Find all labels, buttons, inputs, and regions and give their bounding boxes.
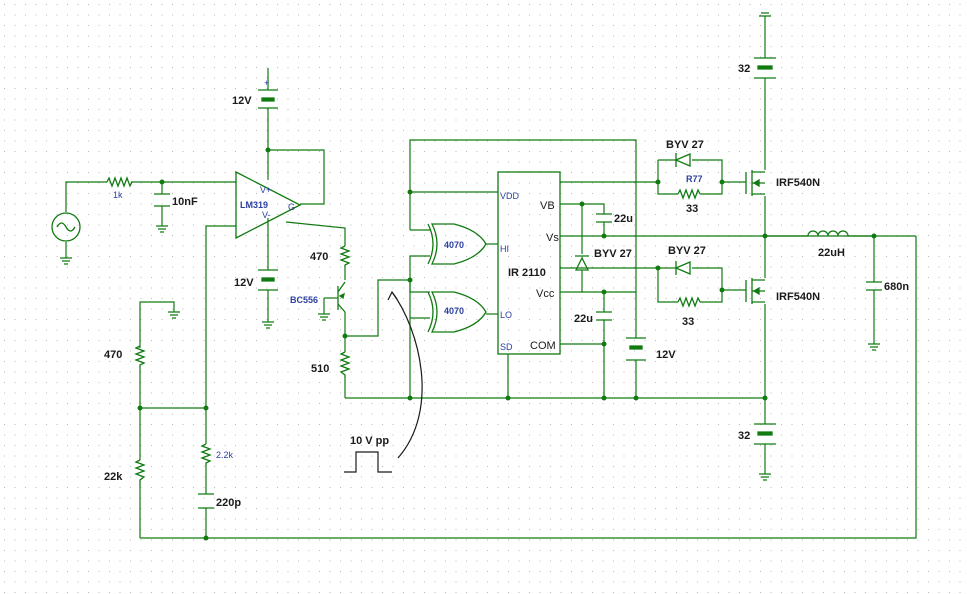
label-r-510: 510 (311, 363, 329, 375)
label-signal: 10 V pp (350, 435, 389, 447)
label-c-220p: 220p (216, 497, 241, 509)
label-pin-hi: HI (500, 244, 509, 254)
label-pin-vs: Vs (546, 232, 559, 244)
label-diode-bottom-gate: BYV 27 (668, 245, 706, 257)
label-r77: R77 (686, 174, 703, 184)
label-r-in: 1k (113, 190, 123, 200)
label-pin-lo: LO (500, 310, 512, 320)
label-comparator: LM319 (240, 200, 268, 210)
battery-32v-bottom (754, 423, 776, 445)
inductor-22uh (807, 230, 852, 237)
label-inductor: 22uH (818, 247, 845, 259)
mosfet-bottom (745, 278, 765, 304)
label-mosfet-top: IRF540N (776, 177, 820, 189)
resistor-22k (134, 459, 146, 486)
transistor-bc556 (337, 281, 346, 313)
label-pin-vdd: VDD (500, 191, 520, 201)
label-batt-32-bottom: 32 (738, 430, 750, 442)
grid-dots (4, 4, 961, 593)
resistor-510 (339, 351, 351, 378)
label-comp-g: G (288, 202, 295, 212)
label-c-in: 10nF (172, 196, 198, 208)
battery-12v-bottom (258, 269, 278, 291)
resistor-33-bottom (677, 296, 701, 308)
wires (65, 16, 917, 539)
diode-boot (574, 255, 590, 271)
ac-source (51, 212, 81, 242)
label-mosfet-bottom: IRF540N (776, 291, 820, 303)
xor-gate-top (427, 223, 487, 265)
label-r-470-top: 470 (310, 251, 328, 263)
label-comp-vplus: V+ (260, 185, 271, 195)
label-r-33-bottom: 33 (682, 316, 694, 328)
diode-top-gate (674, 153, 691, 167)
resistor-1k (106, 176, 133, 188)
battery-12v-driver (626, 337, 646, 361)
labels: 1k 10nF 12V 12V LM319 V+ V- G 470 BC556 … (104, 63, 909, 509)
resistor-470-left (134, 345, 146, 368)
junction-dots (137, 147, 877, 541)
diode-bottom-gate (674, 261, 691, 275)
capacitor-22u-top (596, 213, 612, 223)
label-r-33-top: 33 (686, 203, 698, 215)
label-pin-sd: SD (500, 342, 513, 352)
label-c-22u-bottom: 22u (574, 313, 593, 325)
mosfet-top (745, 170, 765, 196)
label-c-680n: 680n (884, 281, 909, 293)
label-pin-vcc: Vcc (536, 288, 555, 300)
label-c-22u-top: 22u (614, 213, 633, 225)
label-batt-12v-driver: 12V (656, 349, 676, 361)
battery-32v-top (754, 57, 776, 79)
label-r-470-left: 470 (104, 349, 122, 361)
resistor-33-top (677, 188, 701, 200)
capacitor-680n (866, 281, 882, 291)
label-transistor: BC556 (290, 295, 318, 305)
label-comp-vminus: V- (262, 210, 271, 220)
label-r-2k2: 2.2k (216, 450, 234, 460)
capacitor-10nf (154, 193, 170, 207)
label-r-22k: 22k (104, 471, 123, 483)
signal-annotation (344, 290, 423, 473)
xor-gate-bottom (427, 291, 487, 333)
label-xor-bottom: 4070 (444, 306, 464, 316)
ground-symbols (60, 12, 880, 481)
label-batt-32-top: 32 (738, 63, 750, 75)
capacitor-220p (198, 493, 214, 509)
comparator-lm319 (235, 170, 302, 240)
label-batt-top-comp: 12V (232, 95, 252, 107)
ic-ir2110 (497, 171, 561, 355)
capacitor-22u-bottom (596, 311, 612, 321)
label-diode-boot: BYV 27 (594, 248, 632, 260)
label-xor-top: 4070 (444, 240, 464, 250)
label-diode-top-gate: BYV 27 (666, 139, 704, 151)
label-ic: IR 2110 (508, 267, 546, 279)
label-pin-com: COM (530, 340, 556, 352)
battery-12v-top: + (258, 78, 278, 109)
resistor-2k2 (200, 443, 212, 466)
resistor-470-top (339, 245, 351, 268)
label-pin-vb: VB (540, 200, 555, 212)
label-batt-bot-comp: 12V (234, 277, 254, 289)
